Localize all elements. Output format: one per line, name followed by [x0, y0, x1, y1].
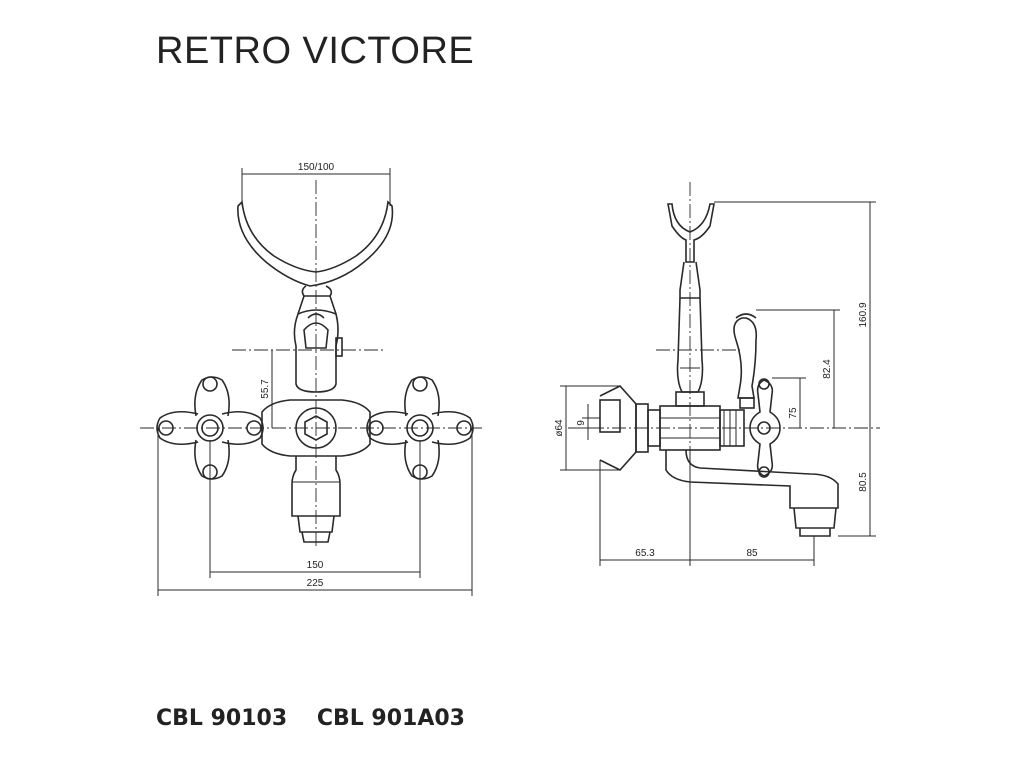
dim-overall-width: 225	[307, 578, 324, 589]
dim-spout-projection: 85	[746, 548, 758, 559]
holder-fork-side	[667, 203, 715, 263]
page-title: RETRO VICTORE	[156, 30, 475, 72]
dim-escutcheon-diameter: ø64	[554, 419, 565, 437]
cross-knob-side	[749, 379, 781, 477]
dim-flange-depth: 9	[576, 420, 587, 426]
riser-pipe	[679, 261, 701, 299]
product-code: CBL 901A03	[316, 706, 465, 731]
spout-side	[665, 449, 839, 509]
side-view: 160.9 82.4 75 80.5 ø64 9 65.3 85	[554, 182, 880, 566]
dim-wall-to-axis: 65.3	[635, 548, 655, 559]
right-cross-handle	[366, 376, 474, 480]
dim-handle-spacing: 150	[307, 560, 324, 571]
product-code: CBL 90103	[156, 706, 288, 731]
dim-total-height: 160.9	[858, 302, 869, 327]
left-cross-handle	[156, 376, 264, 480]
spout-front	[291, 456, 341, 517]
dim-handle-height: 55.7	[260, 379, 271, 399]
dim-spout-drop: 80.5	[858, 472, 869, 492]
front-view: 150/100 55.7 150 225	[140, 162, 482, 596]
lever-handle	[733, 317, 758, 399]
dim-holder-width: 150/100	[298, 162, 335, 173]
diverter-body	[293, 309, 339, 393]
product-codes: CBL 90103 CBL 901A03	[156, 706, 487, 731]
holder-cradle	[237, 200, 394, 287]
mixer-body	[261, 399, 371, 457]
dim-handle-height-side: 82.4	[822, 359, 833, 379]
dim-knob-height: 75	[788, 407, 799, 419]
